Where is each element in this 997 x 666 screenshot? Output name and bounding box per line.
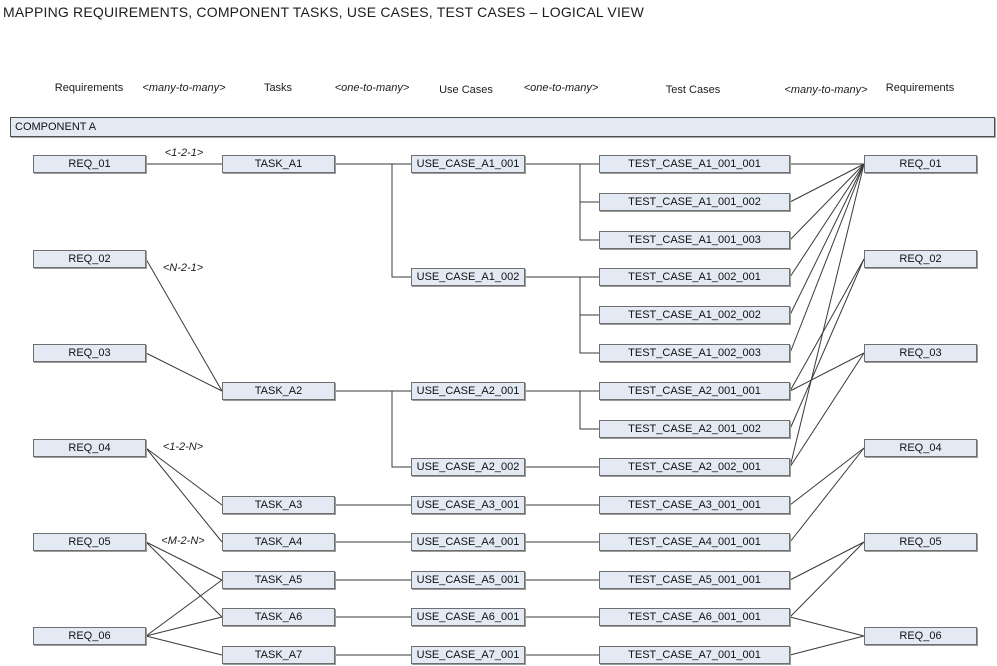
node-l-req-05: REQ_05 — [33, 533, 146, 551]
connector-l_req_03-task_a2 — [145, 352, 223, 392]
node-tc-a4-001-001: TEST_CASE_A4_001_001 — [599, 533, 790, 551]
component-group-label: COMPONENT A — [15, 121, 97, 133]
node-l-req-02: REQ_02 — [33, 250, 146, 268]
connector-l_req_06-task_a6 — [145, 616, 223, 637]
node-uc-a1-001: USE_CASE_A1_001 — [411, 155, 525, 173]
node-tc-a6-001-001: TEST_CASE_A6_001_001 — [599, 608, 790, 626]
node-uc-a5-001: USE_CASE_A5_001 — [411, 571, 525, 589]
node-tc-a3-001-001: TEST_CASE_A3_001_001 — [599, 496, 790, 514]
connector-uc_a1_001-tc_a1_001_002 — [525, 163, 599, 203]
connector-l_req_02-task_a2 — [145, 258, 223, 392]
node-tc-a1-002-003: TEST_CASE_A1_002_003 — [599, 344, 790, 362]
connector-l_req_05-task_a6 — [145, 541, 223, 618]
node-tc-a2-002-001: TEST_CASE_A2_002_001 — [599, 458, 790, 476]
node-r-req-02: REQ_02 — [864, 250, 977, 268]
column-header: <one-to-many> — [334, 82, 410, 94]
node-task-a1: TASK_A1 — [222, 155, 335, 173]
column-header: <many-to-many> — [784, 84, 868, 96]
node-l-req-06: REQ_06 — [33, 627, 146, 645]
connector-l_req_05-task_a5 — [145, 541, 223, 581]
node-tc-a7-001-001: TEST_CASE_A7_001_001 — [599, 646, 790, 664]
column-header: <one-to-many> — [523, 82, 599, 94]
connector-tc_a2_002_001-r_req_01 — [789, 163, 865, 468]
connector-tc_a2_001_001-r_req_03 — [789, 352, 865, 392]
node-l-req-03: REQ_03 — [33, 344, 146, 362]
connector-tc_a2_001_001-r_req_02 — [789, 258, 865, 392]
connector-task_a2-uc_a2_002 — [335, 390, 411, 468]
cardinality-label: <1-2-1> — [164, 147, 204, 159]
connector-tc_a6_001_001-r_req_05 — [789, 541, 865, 618]
node-task-a7: TASK_A7 — [222, 646, 335, 664]
connector-uc_a1_001-tc_a1_001_003 — [525, 163, 599, 241]
component-group-bar: COMPONENT A — [10, 117, 995, 137]
connector-tc_a7_001_001-r_req_06 — [789, 635, 865, 656]
node-tc-a1-002-002: TEST_CASE_A1_002_002 — [599, 306, 790, 324]
column-header: Requirements — [885, 82, 955, 94]
connector-tc_a2_001_002-r_req_02 — [789, 258, 865, 430]
node-l-req-01: REQ_01 — [33, 155, 146, 173]
column-header: Test Cases — [665, 84, 721, 96]
connector-tc_a1_002_003-r_req_01 — [789, 163, 865, 354]
connector-tc_a1_001_003-r_req_01 — [789, 163, 865, 241]
node-uc-a3-001: USE_CASE_A3_001 — [411, 496, 525, 514]
connector-uc_a1_002-tc_a1_002_003 — [525, 276, 599, 354]
node-task-a5: TASK_A5 — [222, 571, 335, 589]
cardinality-label: <M-2-N> — [161, 535, 205, 547]
column-header: Requirements — [54, 82, 124, 94]
connector-tc_a6_001_001-r_req_06 — [789, 616, 865, 637]
node-uc-a4-001: USE_CASE_A4_001 — [411, 533, 525, 551]
node-uc-a2-002: USE_CASE_A2_002 — [411, 458, 525, 476]
connector-task_a1-uc_a1_002 — [335, 163, 411, 278]
node-tc-a5-001-001: TEST_CASE_A5_001_001 — [599, 571, 790, 589]
node-tc-a2-001-001: TEST_CASE_A2_001_001 — [599, 382, 790, 400]
node-task-a6: TASK_A6 — [222, 608, 335, 626]
cardinality-label: <N-2-1> — [162, 262, 204, 274]
cardinality-label: <1-2-N> — [162, 441, 204, 453]
column-header: Use Cases — [439, 84, 493, 96]
node-uc-a2-001: USE_CASE_A2_001 — [411, 382, 525, 400]
node-task-a3: TASK_A3 — [222, 496, 335, 514]
connector-tc_a1_002_001-r_req_01 — [789, 163, 865, 278]
node-tc-a2-001-002: TEST_CASE_A2_001_002 — [599, 420, 790, 438]
connector-tc_a2_002_001-r_req_03 — [789, 352, 865, 468]
node-r-req-06: REQ_06 — [864, 627, 977, 645]
node-uc-a7-001: USE_CASE_A7_001 — [411, 646, 525, 664]
node-tc-a1-001-001: TEST_CASE_A1_001_001 — [599, 155, 790, 173]
connector-l_req_04-task_a4 — [145, 447, 223, 543]
node-tc-a1-001-002: TEST_CASE_A1_001_002 — [599, 193, 790, 211]
column-header: Tasks — [263, 82, 293, 94]
node-r-req-01: REQ_01 — [864, 155, 977, 173]
diagram-title: MAPPING REQUIREMENTS, COMPONENT TASKS, U… — [3, 4, 644, 20]
node-task-a2: TASK_A2 — [222, 382, 335, 400]
connector-l_req_06-task_a5 — [145, 579, 223, 637]
node-uc-a1-002: USE_CASE_A1_002 — [411, 268, 525, 286]
connector-l_req_06-task_a7 — [145, 635, 223, 656]
connector-tc_a3_001_001-r_req_04 — [789, 447, 865, 506]
node-r-req-05: REQ_05 — [864, 533, 977, 551]
node-l-req-04: REQ_04 — [33, 439, 146, 457]
node-tc-a1-001-003: TEST_CASE_A1_001_003 — [599, 231, 790, 249]
connector-uc_a1_002-tc_a1_002_002 — [525, 276, 599, 316]
connector-tc_a1_001_002-r_req_01 — [789, 163, 865, 203]
node-uc-a6-001: USE_CASE_A6_001 — [411, 608, 525, 626]
connector-uc_a2_001-tc_a2_001_002 — [525, 390, 599, 430]
node-r-req-04: REQ_04 — [864, 439, 977, 457]
column-header: <many-to-many> — [142, 82, 226, 94]
node-r-req-03: REQ_03 — [864, 344, 977, 362]
connector-tc_a4_001_001-r_req_04 — [789, 447, 865, 543]
connector-l_req_04-task_a3 — [145, 447, 223, 506]
connector-tc_a1_002_002-r_req_01 — [789, 163, 865, 316]
node-task-a4: TASK_A4 — [222, 533, 335, 551]
node-tc-a1-002-001: TEST_CASE_A1_002_001 — [599, 268, 790, 286]
connector-tc_a5_001_001-r_req_05 — [789, 541, 865, 581]
